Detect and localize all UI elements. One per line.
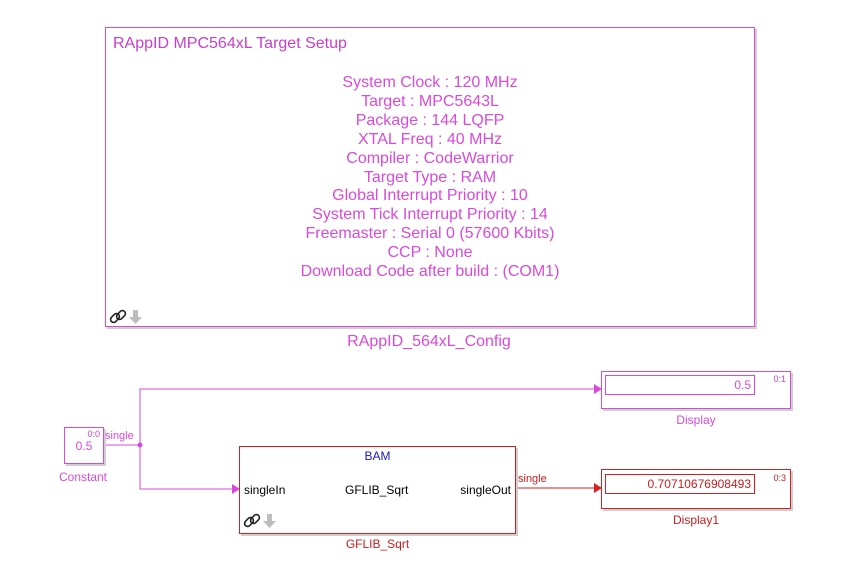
arrow-down-icon <box>129 310 142 324</box>
link-icon <box>109 309 127 324</box>
branch-point <box>137 442 143 448</box>
config-line: System Clock : 120 MHz <box>342 74 518 91</box>
config-parameter-list: System Clock : 120 MHz Target : MPC5643L… <box>106 74 754 282</box>
config-line: Compiler : CodeWarrior <box>346 149 514 167</box>
sample-time-badge: 0:1 <box>773 374 786 384</box>
arrow-down-icon <box>263 514 276 528</box>
display1-block[interactable]: 0.70710676908493 0:3 <box>601 469 791 509</box>
constant-block[interactable]: 0:0 0.5 <box>64 427 104 464</box>
config-line: XTAL Freq : 40 MHz <box>357 130 503 148</box>
config-line: System Tick Interrupt Priority : 14 <box>312 206 548 224</box>
config-line: CCP : None <box>387 244 473 262</box>
display-value-field: 0.5 <box>605 375 755 395</box>
block-header: BAM <box>364 449 391 463</box>
display-block-name[interactable]: Display <box>676 413 716 427</box>
display-block[interactable]: 0.5 0:1 <box>601 371 791 409</box>
arrowhead-display1 <box>594 483 602 493</box>
constant-block-name[interactable]: Constant <box>58 470 108 484</box>
config-line: Target : MPC5643L <box>361 92 499 110</box>
config-line: Freemaster : Serial 0 (57600 Kbits) <box>305 225 555 243</box>
gflib-sqrt-block[interactable]: BAM singleIn GFLIB_Sqrt singleOut <box>239 446 516 534</box>
sample-time-badge: 0:3 <box>773 473 786 483</box>
config-line: Target Type : RAM <box>363 168 497 186</box>
sample-time-badge: 0:0 <box>87 429 100 439</box>
config-block-title: RAppID MPC564xL Target Setup <box>113 35 347 52</box>
display1-block-name[interactable]: Display1 <box>672 513 720 527</box>
library-link-badge <box>243 513 276 528</box>
arrowhead-sqrt <box>232 484 240 494</box>
display1-value: 0.70710676908493 <box>647 477 751 491</box>
arrowhead-display <box>594 384 602 394</box>
config-block[interactable]: RAppID MPC564xL Target Setup System Cloc… <box>105 27 755 327</box>
gflib-sqrt-block-name[interactable]: GFLIB_Sqrt <box>345 537 410 551</box>
function-name: GFLIB_Sqrt <box>345 483 409 497</box>
config-block-name[interactable]: RAppID_564xL_Config <box>347 333 511 350</box>
link-icon <box>243 513 261 528</box>
config-line: Package : 144 LQFP <box>355 111 505 129</box>
signal-type-label: single <box>518 473 547 485</box>
display1-value-field: 0.70710676908493 <box>605 474 755 494</box>
config-line: Download Code after build : (COM1) <box>300 263 560 281</box>
constant-value: 0.5 <box>75 439 93 453</box>
signal-line-to-display[interactable] <box>139 388 594 445</box>
library-link-badge <box>109 309 142 324</box>
signal-type-label: single <box>105 430 134 442</box>
signal-line-to-sqrt[interactable] <box>139 445 232 490</box>
config-line: Global Interrupt Priority : 10 <box>332 187 528 205</box>
output-port-label: singleOut <box>460 483 511 497</box>
input-port-label: singleIn <box>244 483 286 497</box>
display-value: 0.5 <box>734 378 751 392</box>
